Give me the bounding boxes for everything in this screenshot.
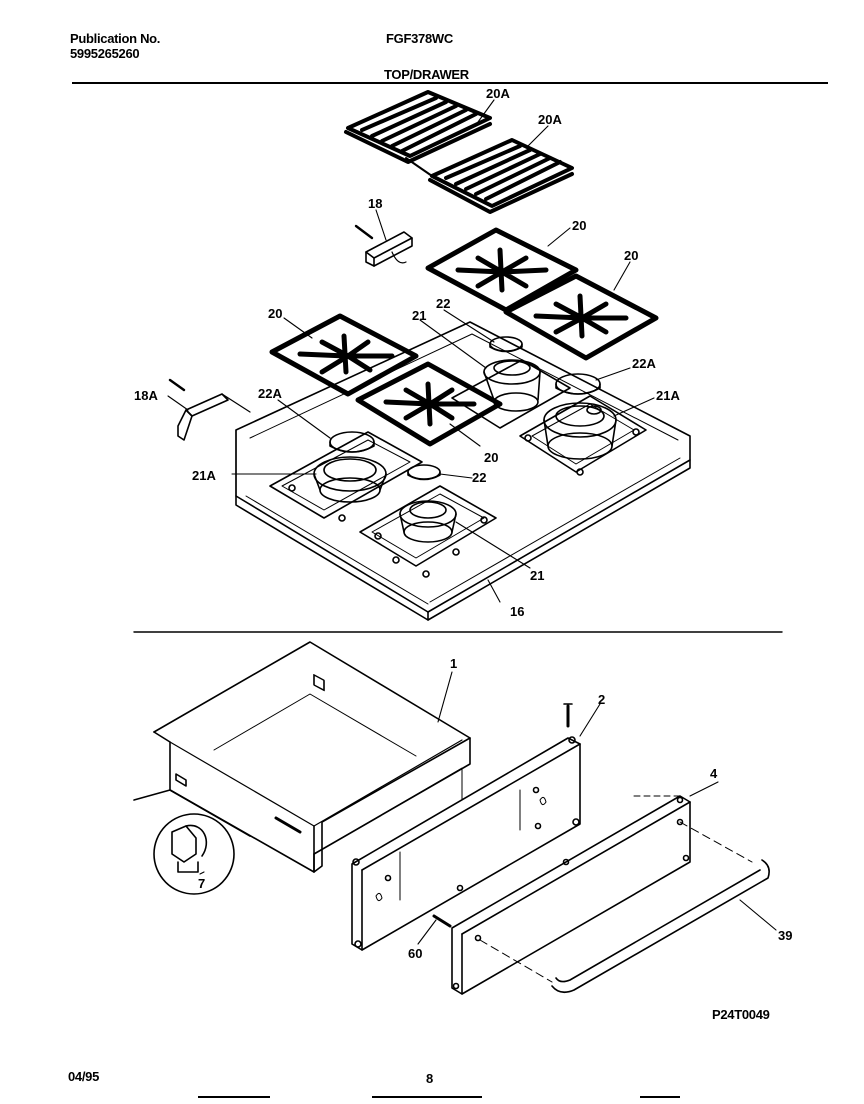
model-number: FGF378WC: [386, 31, 453, 46]
footer-date: 04/95: [68, 1069, 100, 1084]
callout-21-front: 21: [530, 568, 544, 583]
griddle-grate-right: [405, 138, 574, 214]
bottom-leader-lines: [199, 671, 777, 945]
drawer-handle: [479, 821, 770, 994]
grate-left-front: [355, 361, 503, 447]
callout-1: 1: [450, 656, 457, 671]
roller-7-detail: [133, 789, 251, 895]
burner-21a-right: [543, 402, 617, 460]
drawer-body: [153, 641, 471, 873]
cooktop-body: [235, 321, 691, 621]
callout-20-left-front: 20: [484, 450, 498, 465]
callout-22a-left: 22A: [258, 386, 282, 401]
callout-60: 60: [408, 946, 422, 961]
callout-20a-right: 20A: [538, 112, 562, 127]
griddle-grate-left: [344, 90, 492, 164]
callout-39: 39: [778, 928, 792, 943]
publication-number: 5995265260: [70, 46, 140, 61]
callout-2: 2: [598, 692, 605, 707]
burner-cap-22-front: [407, 464, 441, 481]
callout-20-right-rear: 20: [572, 218, 586, 233]
callout-4: 4: [710, 766, 718, 781]
callout-18: 18: [368, 196, 382, 211]
section-title: TOP/DRAWER: [384, 67, 469, 82]
grate-right-rear: [425, 227, 579, 313]
footer-mark-center: [372, 1096, 482, 1098]
callout-20-left-rear: 20: [268, 306, 282, 321]
callout-22-front: 22: [472, 470, 486, 485]
callout-16: 16: [510, 604, 524, 619]
burner-cap-22a-right: [555, 373, 601, 395]
callout-20-right-front: 20: [624, 248, 638, 263]
page-number: 8: [426, 1071, 433, 1086]
footer-mark-left: [198, 1096, 270, 1098]
grate-right-front: [503, 273, 659, 361]
callout-7: 7: [198, 876, 205, 891]
burner-21-front: [399, 500, 457, 543]
grate-left-rear: [269, 313, 419, 397]
callout-18a: 18A: [134, 388, 158, 403]
callout-21a-right: 21A: [656, 388, 680, 403]
header-rule: [72, 82, 828, 84]
burner-cap-22-rear: [489, 336, 523, 353]
bracket-18: [354, 224, 413, 267]
drawer-outer-panel: [451, 795, 691, 995]
burner-cap-22a-left: [329, 431, 375, 453]
callout-21-rear: 21: [412, 308, 426, 323]
footer-mark-right: [640, 1096, 680, 1098]
callout-21a-left: 21A: [192, 468, 216, 483]
callout-20a-left: 20A: [486, 86, 510, 101]
screw-60: [432, 914, 452, 928]
callout-22-rear: 22: [436, 296, 450, 311]
burner-21-rear: [483, 359, 541, 412]
bracket-18a: [168, 378, 251, 441]
callout-22a-right: 22A: [632, 356, 656, 371]
publication-label: Publication No.: [70, 31, 161, 46]
top-leader-lines: [167, 99, 655, 603]
drawer-front-panel: [351, 703, 581, 951]
figure-code: P24T0049: [712, 1007, 770, 1022]
